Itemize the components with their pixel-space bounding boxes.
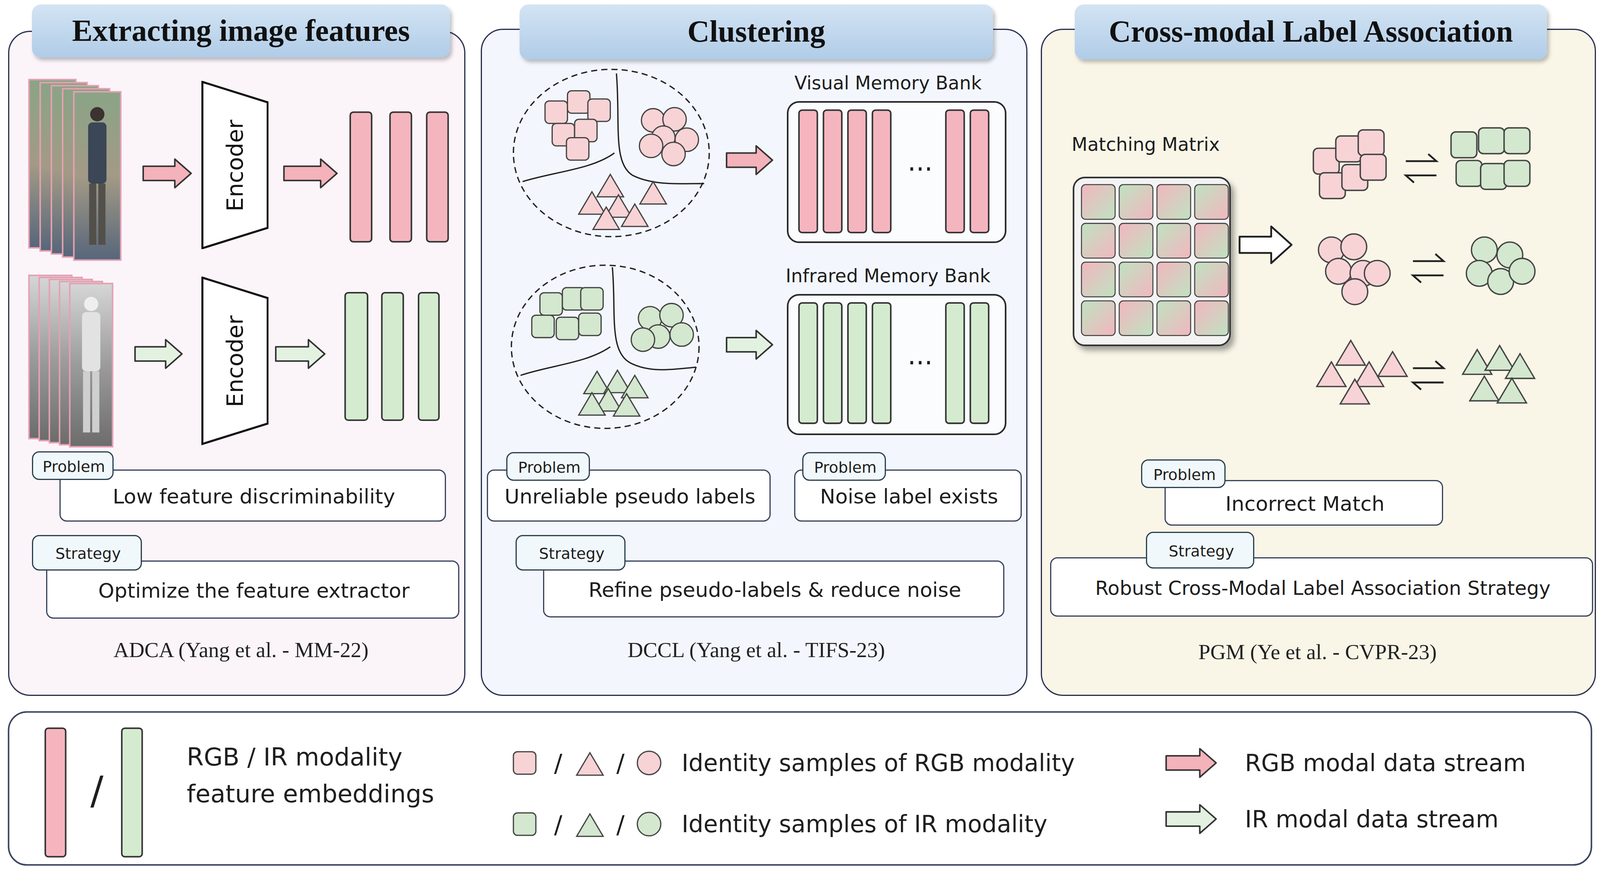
panel-frame: Visual Memory Bank···Infrared Memory Ban… (480, 28, 1028, 696)
separator-slash: / (610, 748, 631, 779)
tag-label: Problem (803, 453, 888, 482)
problem-tag: Problem (506, 452, 590, 481)
panel-heading: Cross-modal Label Association (1074, 4, 1548, 60)
matrix-label: Matching Matrix (1058, 129, 1233, 161)
legend-text: IR modal data stream (1244, 802, 1582, 837)
legend-text: Identity samples of IR modality (681, 807, 1142, 842)
ir-identity-sample (576, 813, 604, 837)
legend-frame (8, 712, 1592, 865)
rgb-identity-sample (576, 752, 604, 775)
rgb-identity-sample (513, 751, 536, 774)
separator-slash: / (547, 748, 569, 779)
legend-text: RGB modal data stream (1244, 746, 1582, 781)
encoder-trapezoid: Encoder (201, 80, 269, 250)
panel-heading: Clustering (519, 4, 994, 60)
strategy-text: Robust Cross-Modal Label Association Str… (1051, 558, 1595, 618)
method-citation: DCCL (Yang et al. - TIFS-23) (490, 634, 1022, 667)
strategy-box: Robust Cross-Modal Label Association Str… (1050, 557, 1594, 617)
ir-identity-sample (637, 812, 661, 836)
strategy-tag: Strategy (31, 534, 143, 571)
ir-identity-sample (513, 812, 536, 835)
problem-box: Low feature discriminability (59, 469, 446, 522)
tag-label: Strategy (516, 536, 628, 572)
tag-label: Problem (33, 452, 115, 482)
separator-slash: / (547, 809, 569, 840)
strategy-tag: Strategy (515, 534, 626, 571)
tag-label: Strategy (1147, 532, 1256, 570)
matching-matrix: Matching Matrix (1072, 176, 1231, 347)
separator-slash: / (81, 760, 113, 822)
tag-label: Strategy (33, 536, 144, 572)
legend-text: Identity samples of RGB modality (681, 746, 1142, 781)
rgb-stream-arrow (1166, 748, 1217, 778)
memory-bank: Infrared Memory Bank··· (786, 293, 1007, 435)
bank-label: Visual Memory Bank (778, 68, 998, 100)
encoder-trapezoid: Encoder (201, 276, 269, 445)
rgb-feature-bar (45, 728, 66, 857)
encoder-label: Encoder (216, 277, 254, 446)
tag-label: Problem (507, 453, 592, 482)
panel-frame: EncoderEncoderProblemLow feature discrim… (8, 30, 466, 696)
encoder-label: Encoder (216, 81, 254, 250)
method-citation: PGM (Ye et al. - CVPR-23) (1062, 636, 1573, 669)
problem-tag: Problem (1141, 459, 1226, 489)
rgb-identity-sample (637, 751, 661, 775)
memory-bank: Visual Memory Bank··· (786, 101, 1007, 244)
tag-label: Problem (1142, 460, 1227, 490)
problem-tag: Problem (31, 451, 114, 480)
bank-label: Infrared Memory Bank (773, 260, 1003, 292)
ellipsis: ··· (898, 347, 942, 379)
ir-feature-bar (121, 728, 142, 857)
panel-frame: Matching MatrixProblemIncorrect MatchStr… (1040, 28, 1596, 696)
separator-slash: / (610, 809, 631, 840)
ellipsis: ··· (898, 153, 942, 185)
legend-frame (8, 712, 1592, 865)
ir-stream-arrow (1166, 804, 1217, 834)
strategy-tag: Strategy (1145, 531, 1255, 569)
legend-text: RGB / IR modality feature embeddings (186, 738, 448, 831)
method-citation: ADCA (Yang et al. - MM-22) (21, 634, 461, 667)
problem-tag: Problem (802, 452, 886, 481)
panel-heading: Extracting image features (31, 4, 451, 58)
problem-text: Low feature discriminability (60, 470, 448, 523)
